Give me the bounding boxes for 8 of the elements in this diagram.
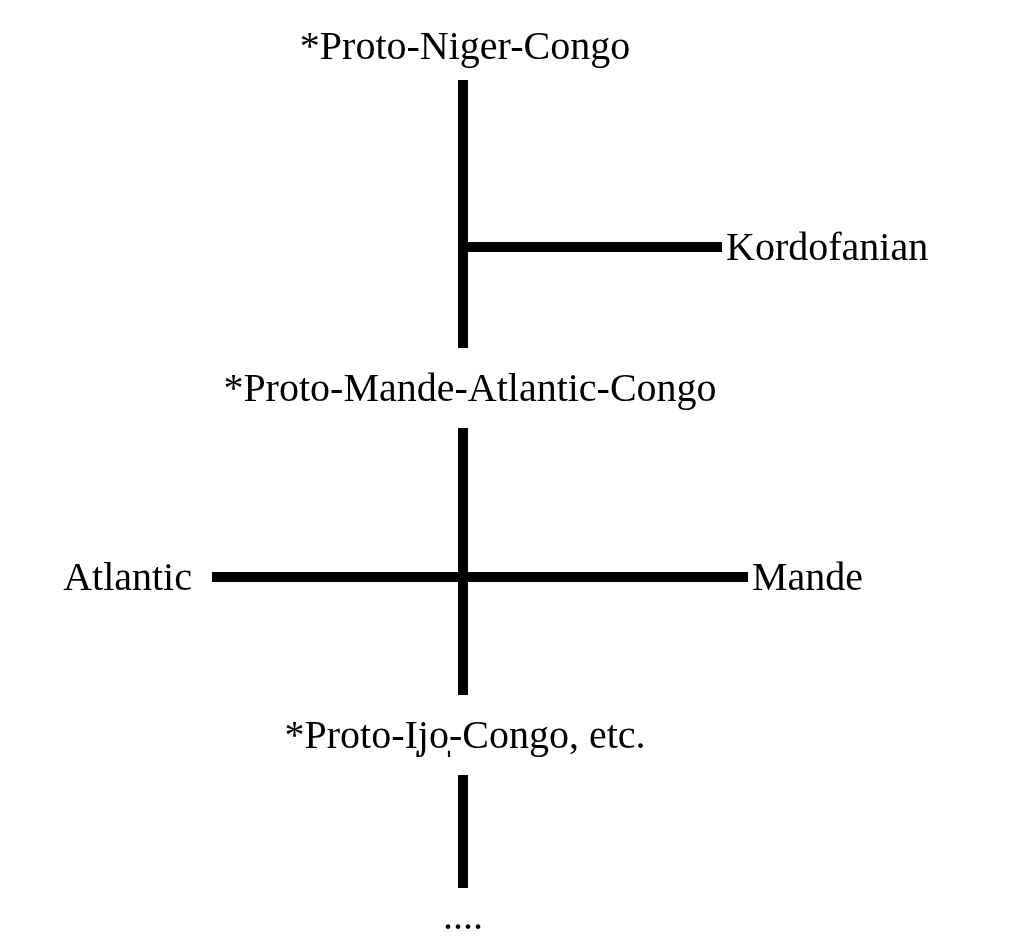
language-label: Mande: [752, 557, 864, 597]
branch-line: [458, 775, 468, 888]
language-label: Atlantic: [63, 557, 192, 597]
language-label: Kordofanian: [726, 227, 929, 267]
language-label: *Proto-Niger-Congo: [299, 26, 631, 66]
language-label: *Proto-Mande-Atlantic-Congo: [223, 368, 717, 408]
language-label: ....: [443, 896, 483, 936]
language-label: *Proto-I̩jo̩-Congo, etc.: [284, 715, 646, 755]
